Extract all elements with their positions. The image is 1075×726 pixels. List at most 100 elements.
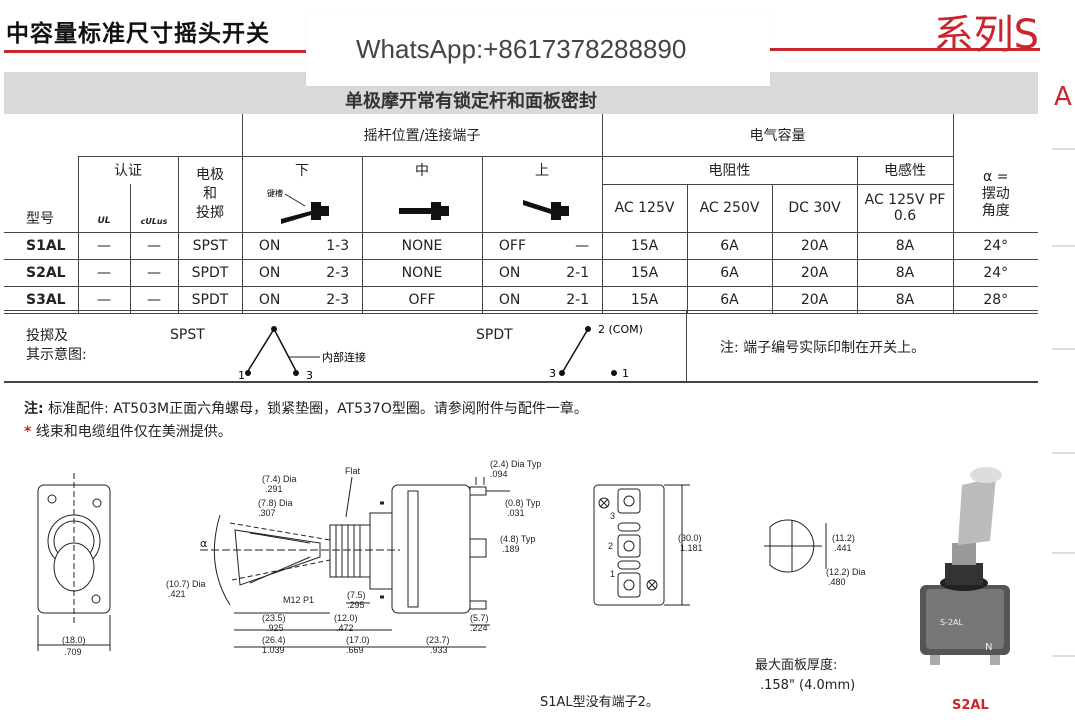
- svg-text:α: α: [200, 537, 207, 550]
- svg-text:.031: .031: [507, 508, 525, 518]
- header-model: 型号: [4, 184, 79, 233]
- panel-cutout-drawing: (11.2) .441 (12.2) Dia .480 最大面板厚度: .158…: [540, 519, 866, 710]
- spdt-label: SPDT: [476, 327, 513, 343]
- svg-text:1: 1: [238, 369, 245, 381]
- cul-icon: cULus: [129, 184, 179, 233]
- svg-text:(7.4) Dia: (7.4) Dia: [262, 474, 297, 484]
- svg-text:(23.5): (23.5): [262, 613, 286, 623]
- svg-text:S-2AL: S-2AL: [940, 618, 964, 627]
- svg-text:内部连接: 内部连接: [322, 350, 366, 364]
- side-tick: [1052, 655, 1075, 657]
- svg-text:2 (COM): 2 (COM): [598, 323, 643, 336]
- svg-text:.291: .291: [265, 484, 283, 494]
- side-tick: [1052, 148, 1075, 150]
- svg-text:(23.7): (23.7): [426, 635, 450, 645]
- svg-text:N: N: [985, 642, 992, 653]
- header-pole: 电极和投掷: [177, 155, 243, 233]
- schematic-section: 投掷及其示意图: SPST SPDT 1 3 内部连接 2 (COM) 3 1 …: [4, 310, 1038, 383]
- header-down: 下: [241, 155, 363, 184]
- svg-text:.472: .472: [336, 623, 354, 633]
- schematic-label: 投掷及其示意图:: [26, 328, 87, 363]
- spst-label: SPST: [170, 327, 205, 343]
- series-underline: [770, 48, 1040, 51]
- star-note-line: * 线束和电缆组件仅在美洲提供。: [24, 424, 232, 440]
- svg-text:.709: .709: [64, 647, 82, 657]
- dimension-drawings: (18.0) .709 Flat (7: [37, 459, 1010, 713]
- spec-table: 摇杆位置/连接端子 电气容量 认证 电极和投掷 下 中 上 电阻性 电感性 α …: [4, 114, 1039, 314]
- svg-text:.669: .669: [346, 645, 364, 655]
- svg-text:(7.5): (7.5): [347, 590, 366, 600]
- series-title: 系列S: [933, 12, 1039, 58]
- header-ac125-pf: AC 125V PF 0.6: [856, 183, 954, 233]
- side-tick: [1052, 452, 1075, 454]
- svg-text:Flat: Flat: [345, 466, 361, 476]
- svg-text:.295: .295: [347, 600, 365, 610]
- section-band-title: 单极摩开常有锁定杆和面板密封: [345, 91, 597, 112]
- lever-up-icon: [481, 184, 603, 233]
- svg-text:.189: .189: [502, 544, 520, 554]
- svg-text:(11.2): (11.2): [832, 533, 855, 543]
- svg-text:.224: .224: [470, 623, 488, 633]
- svg-text:1: 1: [610, 569, 615, 579]
- header-ac125: AC 125V: [601, 183, 688, 233]
- header-alpha: α =摆动角度: [952, 156, 1039, 233]
- header-inductive: 电感性: [856, 155, 954, 185]
- svg-text:(7.8) Dia: (7.8) Dia: [258, 498, 293, 508]
- svg-text:.421: .421: [168, 589, 186, 599]
- svg-text:S2AL: S2AL: [952, 698, 989, 713]
- svg-text:.441: .441: [834, 543, 852, 553]
- svg-text:.307: .307: [258, 508, 276, 518]
- note-line: 注: 标准配件: AT503M正面六角螺母，锁紧垫圈，AT537O型圈。请参阅附…: [24, 401, 588, 417]
- svg-text:(12.2) Dia: (12.2) Dia: [826, 567, 866, 577]
- side-tab-letter[interactable]: A: [1054, 82, 1072, 112]
- svg-text:(17.0): (17.0): [346, 635, 370, 645]
- svg-text:(30.0): (30.0): [678, 533, 702, 543]
- svg-text:.933: .933: [430, 645, 448, 655]
- svg-text:.158" (4.0mm): .158" (4.0mm): [760, 678, 855, 693]
- rear-view-drawing: 3 2 1 (30.0) 1.181: [593, 484, 703, 606]
- svg-text:2: 2: [608, 541, 613, 551]
- svg-text:.094: .094: [490, 469, 508, 479]
- svg-text:(10.7) Dia: (10.7) Dia: [166, 579, 206, 589]
- header-position: 摇杆位置/连接端子: [241, 114, 603, 157]
- svg-text:3: 3: [306, 369, 313, 381]
- svg-text:(26.4): (26.4): [262, 635, 286, 645]
- svg-text:3: 3: [610, 511, 615, 521]
- ul-icon: UL: [77, 184, 131, 233]
- svg-text:1.039: 1.039: [262, 645, 285, 655]
- lever-mid-icon: [361, 184, 483, 233]
- svg-text:最大面板厚度:: 最大面板厚度:: [755, 657, 837, 673]
- front-view-drawing: (18.0) .709: [37, 473, 111, 657]
- lever-down-icon: 键槽: [241, 184, 363, 233]
- svg-text:(18.0): (18.0): [62, 635, 86, 645]
- svg-text:3: 3: [549, 367, 556, 380]
- page-title: 中容量标准尺寸摇头开关: [6, 21, 270, 47]
- svg-text:1.181: 1.181: [680, 543, 703, 553]
- header-ac250: AC 250V: [686, 183, 773, 233]
- header-mid: 中: [361, 155, 483, 184]
- svg-text:.480: .480: [828, 577, 846, 587]
- svg-text:(5.7): (5.7): [470, 613, 489, 623]
- svg-text:(12.0): (12.0): [334, 613, 358, 623]
- watermark-text: WhatsApp:+8617378288890: [356, 34, 687, 64]
- spdt-schematic-icon: 2 (COM) 3 1: [549, 323, 643, 380]
- svg-text:(4.8) Typ: (4.8) Typ: [500, 534, 535, 544]
- header-resistive: 电阻性: [601, 155, 858, 185]
- terminal-note: 注: 端子编号实际印制在开关上。: [720, 340, 926, 356]
- title-underline: [4, 50, 306, 53]
- svg-text:M12 P1: M12 P1: [283, 595, 314, 605]
- spst-schematic-icon: 1 3 内部连接: [238, 326, 366, 381]
- side-view-drawing: Flat (7.4) Dia .291 (7.8) Dia .307 α (10…: [166, 459, 541, 655]
- svg-text:(0.8) Typ: (0.8) Typ: [505, 498, 540, 508]
- side-tick: [1052, 245, 1075, 247]
- svg-text:S1AL型没有端子2。: S1AL型没有端子2。: [540, 695, 659, 710]
- svg-text:1: 1: [622, 367, 629, 380]
- header-electrical: 电气容量: [601, 114, 954, 157]
- header-dc30: DC 30V: [771, 183, 858, 233]
- header-cert: 认证: [77, 155, 179, 184]
- watermark-overlay: WhatsApp:+8617378288890: [306, 14, 770, 86]
- header-up: 上: [481, 155, 603, 184]
